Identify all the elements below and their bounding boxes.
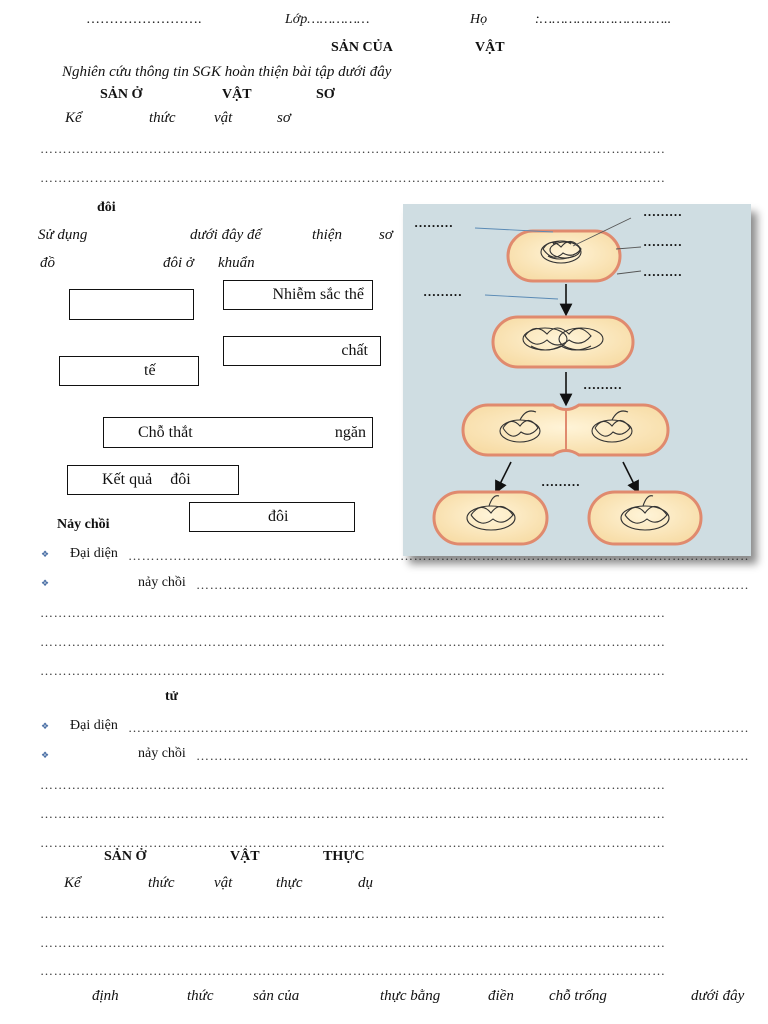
answer-line[interactable]: …………………………………………………………………………………………………………… [40, 634, 666, 648]
section1-heading-a: SẢN Ở [100, 87, 143, 102]
label-septum-b: ngăn [334, 423, 366, 441]
section1-heading-b: VẬT [222, 87, 252, 102]
section2-question-c: vật [214, 875, 233, 891]
budding-rep-fill[interactable]: …………………………………………………………………………………………………………… [128, 548, 748, 563]
spore-rep-fill[interactable]: …………………………………………………………………………………………………………… [128, 720, 748, 735]
section1-heading-c: SƠ [316, 87, 335, 102]
fission-instruction-d: sơ [379, 227, 393, 243]
daughter-cell-right [587, 490, 703, 546]
answer-line[interactable]: …………………………………………………………………………………………………………… [40, 663, 666, 677]
figure-blank-2: ……… [643, 204, 682, 219]
fission-instruction-f: đôi ở [163, 255, 194, 271]
label-septum-a: Chỗ thắt [138, 423, 193, 441]
cell-2 [491, 315, 635, 369]
label-chromosome: Nhiễm sắc thể [272, 286, 364, 303]
spore-rep-label: Đại diện [70, 718, 118, 733]
label-result-b: đôi [170, 471, 191, 488]
answer-line[interactable]: …………………………………………………………………………………………………………… [40, 141, 666, 155]
school-fill: ……………………. [86, 12, 202, 27]
figure-blank-7: ……… [541, 474, 580, 489]
fission-instruction-b: dưới đây để [190, 227, 262, 243]
section2-heading-c: THỰC [323, 849, 365, 864]
answer-line[interactable]: …………………………………………………………………………………………………………… [40, 777, 666, 791]
name-fill: :………………………….. [535, 12, 672, 27]
figure-blank-4: ……… [643, 264, 682, 279]
answer-line[interactable]: …………………………………………………………………………………………………………… [40, 605, 666, 619]
budding-heading: Nảy chồi [57, 517, 110, 532]
title-part1: SẢN CỦA [331, 40, 393, 55]
spore-heading: tử [165, 689, 179, 704]
figure-blank-3: ……… [643, 234, 682, 249]
figure-blank-6: ……… [583, 377, 622, 392]
answer-line[interactable]: …………………………………………………………………………………………………………… [40, 170, 666, 184]
label-box-substance[interactable]: chất [223, 336, 381, 366]
name-label: Họ [470, 12, 488, 27]
budding-rep-label: Đại diện [70, 546, 118, 561]
section2-heading-a: SẢN Ở [104, 849, 147, 864]
instruction: Nghiên cứu thông tin SGK hoàn thiện bài … [62, 64, 392, 80]
last-line-d: thực bằng [380, 988, 441, 1004]
cell-3-dividing [461, 403, 670, 457]
section2-question-e: dụ [358, 875, 373, 891]
label-box-division[interactable]: đôi [189, 502, 355, 532]
last-line-e: điền [488, 988, 514, 1004]
label-box-cell[interactable]: tế [59, 356, 199, 386]
answer-line[interactable]: …………………………………………………………………………………………………………… [40, 806, 666, 820]
diamond-bullet-icon: ❖ [41, 750, 50, 760]
budding-bud-fill[interactable]: …………………………………………………………………………………………………………… [196, 577, 748, 592]
figure-blank-1: ……… [414, 215, 453, 230]
diamond-bullet-icon: ❖ [41, 578, 50, 588]
budding-bud-label: nảy chồi [138, 575, 186, 590]
label-result-a: Kết quả [102, 471, 153, 488]
spore-bud-label: nảy chồi [138, 746, 186, 761]
label-box-septum[interactable]: Chỗ thắt ngăn [103, 417, 373, 448]
diamond-bullet-icon: ❖ [41, 549, 50, 559]
label-box-empty[interactable] [69, 289, 194, 320]
last-line-b: thức [187, 988, 214, 1004]
label-cell: tế [144, 362, 156, 379]
section2-question-a: Kể [64, 875, 81, 891]
section2-heading-b: VẬT [230, 849, 260, 864]
fission-diagram [432, 217, 703, 546]
answer-line[interactable]: …………………………………………………………………………………………………………… [40, 835, 666, 849]
fission-instruction-c: thiện [312, 227, 342, 243]
diamond-bullet-icon: ❖ [41, 721, 50, 731]
last-line-a: định [92, 988, 119, 1004]
daughter-cell-left [432, 490, 549, 546]
section2-question-b: thức [148, 875, 175, 891]
label-box-chromosome[interactable]: Nhiễm sắc thể [223, 280, 373, 310]
class-label: Lớp…………… [285, 12, 370, 27]
answer-line[interactable]: …………………………………………………………………………………………………………… [40, 963, 666, 977]
fission-instruction-a: Sử dụng [38, 227, 88, 243]
last-line-g: dưới đây [691, 988, 745, 1004]
section2-question-d: thực [276, 875, 303, 891]
binary-fission-figure: ……… ……… ……… ……… ……… ……… ……… [403, 204, 751, 556]
label-box-result[interactable]: Kết quả đôi [67, 465, 239, 495]
answer-line[interactable]: …………………………………………………………………………………………………………… [40, 906, 666, 920]
figure-blank-5: ……… [423, 284, 462, 299]
spore-bud-fill[interactable]: …………………………………………………………………………………………………………… [196, 748, 748, 763]
label-substance: chất [341, 342, 368, 359]
section1-question-d: sơ [277, 110, 291, 126]
section1-question-a: Kể [65, 110, 82, 126]
section1-question-b: thức [149, 110, 176, 126]
last-line-c: sản của [253, 988, 300, 1004]
fission-instruction-g: khuẩn [218, 255, 255, 271]
fission-heading: đôi [97, 200, 116, 215]
cell-1 [506, 229, 622, 283]
last-line-f: chỗ trống [549, 988, 607, 1004]
section1-question-c: vật [214, 110, 233, 126]
answer-line[interactable]: …………………………………………………………………………………………………………… [40, 935, 666, 949]
title-part2: VẬT [475, 40, 505, 55]
fission-instruction-e: đồ [40, 255, 55, 271]
label-division: đôi [268, 508, 289, 525]
